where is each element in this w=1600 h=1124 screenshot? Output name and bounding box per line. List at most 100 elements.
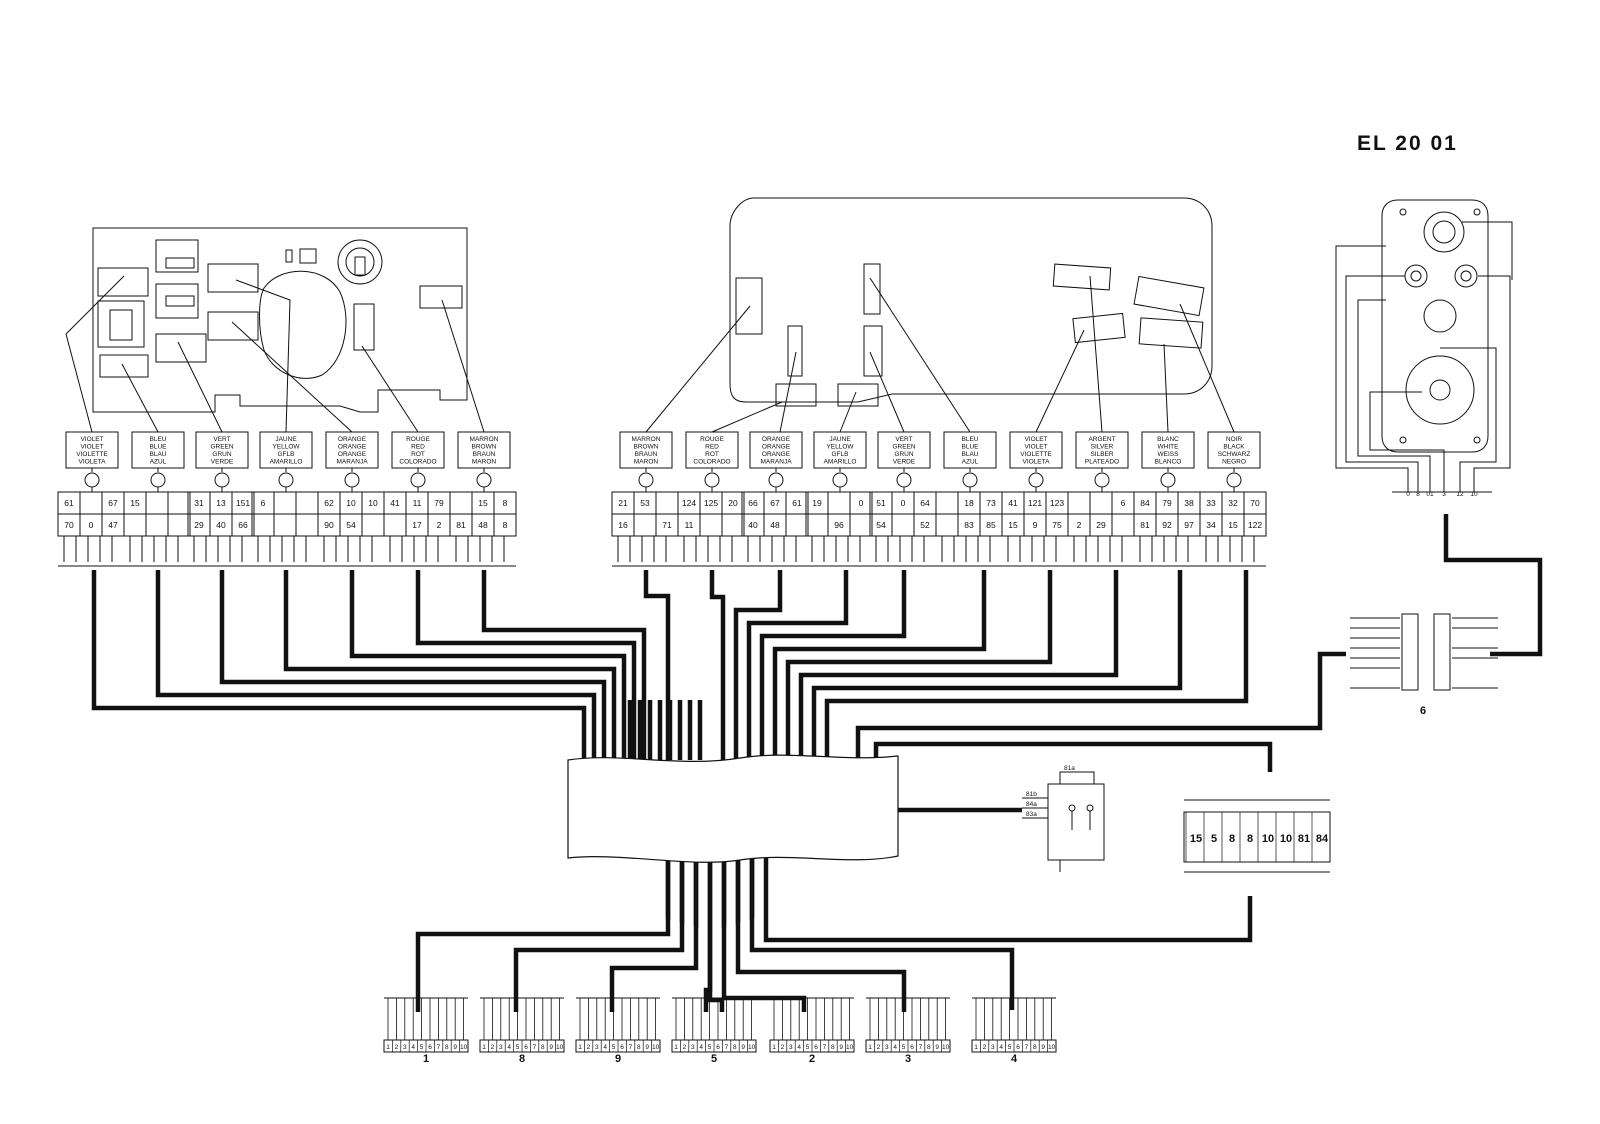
pin-number: 52	[920, 520, 930, 530]
pin-index: 9	[549, 1044, 553, 1051]
color-label-text: BLAU	[962, 451, 979, 458]
pin-number: 8	[503, 520, 508, 530]
color-label-text: ROUGE	[406, 436, 431, 443]
pin-index: 8	[831, 1044, 835, 1051]
pin-index: 5	[612, 1044, 616, 1051]
pin-index: 1	[674, 1044, 678, 1051]
color-label-text: BLEU	[962, 436, 979, 443]
pin-number: 21	[618, 498, 628, 508]
pin-index: 3	[403, 1044, 407, 1051]
harness-wire	[481, 570, 647, 760]
pin-number: 90	[324, 520, 334, 530]
color-label-text: SCHWARZ	[1218, 451, 1251, 458]
pin-index: 7	[533, 1044, 537, 1051]
color-label-text: MARRON	[632, 436, 661, 443]
color-label-text: ORANGE	[338, 436, 367, 443]
color-label-text: VIOLET	[1024, 436, 1047, 443]
multi-pin-value: 8	[1229, 833, 1235, 845]
harness-wire	[91, 570, 587, 760]
bottom-connector-label: 1	[423, 1053, 429, 1065]
pin-number: 124	[682, 498, 696, 508]
multi-pin-value: 10	[1280, 833, 1292, 845]
multi-pin-value: 81	[1298, 833, 1310, 845]
pin-number: 15	[478, 498, 488, 508]
color-label-text: VIOLET	[80, 436, 103, 443]
ignition-switch	[1335, 199, 1513, 493]
harness-wire	[763, 856, 1253, 943]
harness-wire	[283, 570, 617, 760]
pin-number: 53	[640, 498, 650, 508]
color-label-text: MARANJA	[760, 459, 792, 466]
pin-number: 61	[792, 498, 802, 508]
pin-index: 7	[919, 1044, 923, 1051]
pin-index: 10	[460, 1044, 468, 1051]
harness-wire	[798, 570, 1119, 760]
pin-index: 3	[499, 1044, 503, 1051]
harness-wire	[733, 570, 783, 760]
color-label-text: WEISS	[1158, 451, 1180, 458]
pin-index: 10	[652, 1044, 660, 1051]
harness-wire	[772, 570, 987, 760]
pin-index: 9	[645, 1044, 649, 1051]
color-label-text: AZUL	[150, 459, 167, 466]
pin-number: 13	[216, 498, 226, 508]
pin-index: 6	[620, 1044, 624, 1051]
color-label-text: NEGRO	[1222, 459, 1246, 466]
harness-wire	[855, 651, 1346, 760]
pin-number: 151	[236, 498, 250, 508]
color-label-text: JAUNE	[829, 436, 851, 443]
pin-index: 7	[629, 1044, 633, 1051]
bottom-connector-label: 5	[711, 1053, 717, 1065]
harness-wire	[735, 856, 907, 1012]
color-label-text: VERT	[213, 436, 230, 443]
switch-pin: 01	[1426, 491, 1434, 498]
pin-index: 1	[578, 1044, 582, 1051]
pin-number: 17	[412, 520, 422, 530]
color-label-text: BLANC	[1157, 436, 1179, 443]
pin-index: 3	[991, 1044, 995, 1051]
pin-index: 9	[1041, 1044, 1045, 1051]
relay: 81a 81b 84a 83a	[1022, 765, 1105, 861]
pin-index: 8	[637, 1044, 641, 1051]
pin-index: 4	[893, 1044, 897, 1051]
pin-number: 61	[64, 498, 74, 508]
multi-pin-value: 10	[1262, 833, 1274, 845]
pin-index: 6	[428, 1044, 432, 1051]
svg-text:83a: 83a	[1026, 811, 1037, 818]
pin-index: 4	[999, 1044, 1003, 1051]
pin-number: 70	[64, 520, 74, 530]
pin-index: 5	[902, 1044, 906, 1051]
color-label-text: BRAUN	[635, 451, 658, 458]
pin-number: 34	[1206, 520, 1216, 530]
harness-wire	[811, 570, 1183, 760]
color-label-text: VIOLETA	[1023, 459, 1051, 466]
pin-index: 6	[524, 1044, 528, 1051]
pin-index: 1	[386, 1044, 390, 1051]
pin-number: 83	[964, 520, 974, 530]
connector-6: 6	[1350, 613, 1498, 717]
pin-number: 96	[834, 520, 844, 530]
pin-number: 10	[346, 498, 356, 508]
pin-number: 33	[1206, 498, 1216, 508]
leader-line	[1179, 303, 1235, 433]
pin-number: 19	[812, 498, 822, 508]
color-label-text: VERDE	[893, 459, 916, 466]
color-label-text: GREEN	[892, 444, 915, 451]
pin-index: 4	[797, 1044, 801, 1051]
pin-number: 81	[456, 520, 466, 530]
bottom-connector-label: 2	[809, 1053, 815, 1065]
